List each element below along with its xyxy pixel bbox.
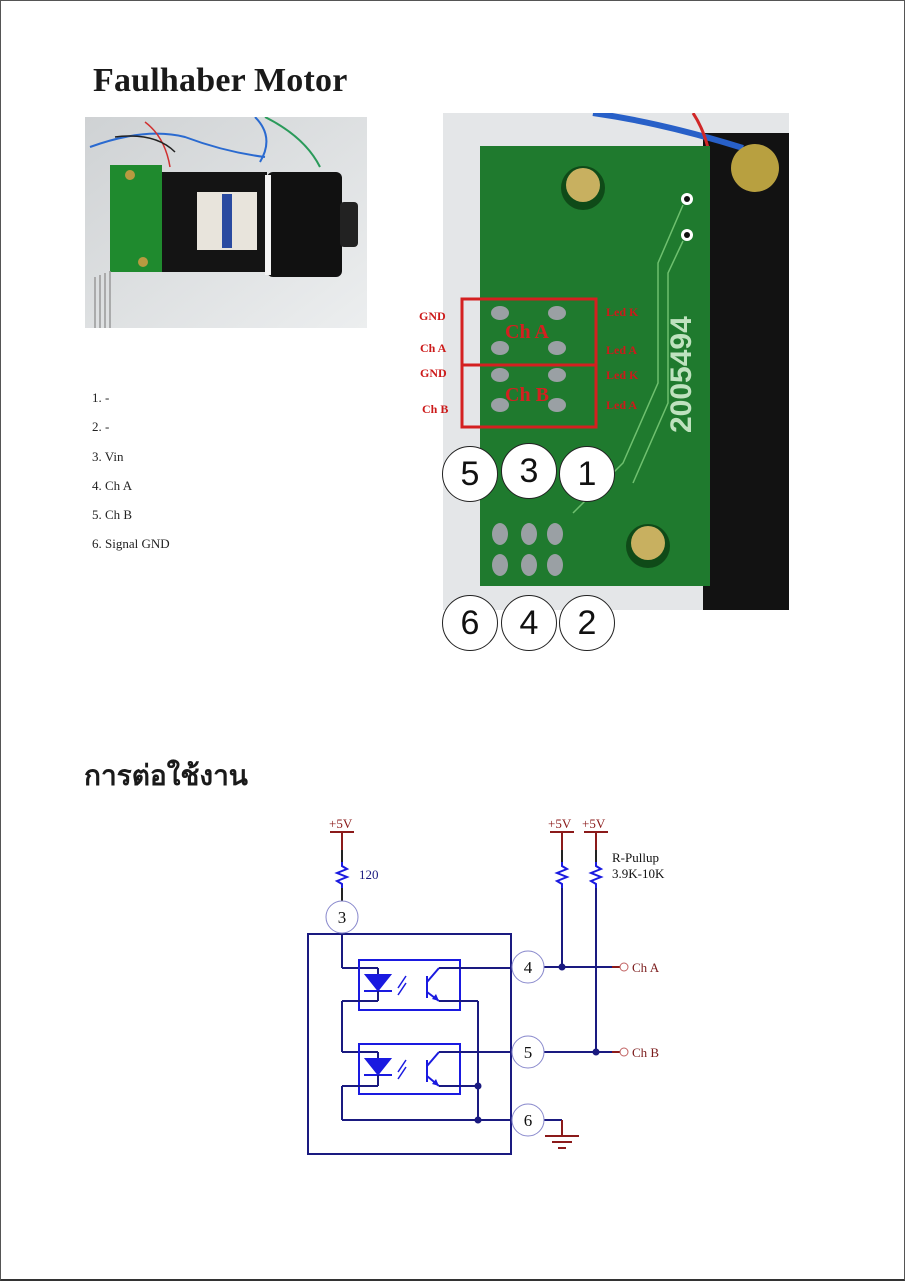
pin-5-label: 5 <box>524 1043 533 1062</box>
pin-circle-4: 4 <box>501 595 557 651</box>
wiring-schematic: +5V +5V +5V 120 R-Pullup 3.9K-10K 3 4 5 … <box>307 816 665 1155</box>
label-led-k-b: Led K <box>606 368 639 382</box>
pin-circle-3: 3 <box>501 443 557 499</box>
ch-b-box-label: Ch B <box>505 384 549 406</box>
ch-a-box-label: Ch A <box>505 321 549 343</box>
resistor-value: 120 <box>359 867 379 882</box>
pin-3-label: 3 <box>338 908 347 927</box>
schematic-pin-3 <box>325 900 359 934</box>
label-ch-b: Ch B <box>422 402 449 416</box>
output-ch-b: Ch B <box>632 1045 659 1060</box>
pullup-label: R-Pullup <box>612 850 659 865</box>
pin-item: 1. - <box>92 390 110 405</box>
motor-photo <box>85 117 367 328</box>
supply-label: +5V <box>548 816 572 831</box>
pin-6-label: 6 <box>524 1111 533 1130</box>
pin-circle-6: 6 <box>442 595 498 651</box>
label-led-k-a: Led K <box>606 305 639 319</box>
label-led-a-a: Led A <box>606 343 638 357</box>
schematic-pin-4 <box>511 950 545 984</box>
ch-b-terminal <box>619 1047 629 1057</box>
ch-b-highlight-box <box>460 363 598 429</box>
pcb-silkscreen: 2005494 <box>665 316 698 433</box>
pin-item: 5. Ch B <box>92 507 133 523</box>
schematic-pin-5 <box>511 1035 545 1069</box>
pin-item: 4. Ch A <box>92 477 133 493</box>
pin-4-label: 4 <box>524 958 533 977</box>
pin-list: 1. - 2. - 3. Vin 4. Ch A 5. Ch B 6. Sign… <box>92 390 170 566</box>
label-ch-a: Ch A <box>420 341 447 355</box>
pin-circle-2: 2 <box>559 595 615 651</box>
schematic-pin-6 <box>511 1103 545 1137</box>
output-ch-a: Ch A <box>632 960 660 975</box>
page-title: Faulhaber Motor <box>93 62 348 99</box>
pin-item: 6. Signal GND <box>92 536 170 552</box>
encoder-board-photo: 2005494 Ch A Ch B <box>443 113 789 610</box>
label-gnd-a: GND <box>419 309 446 323</box>
label-gnd-b: GND <box>420 366 447 380</box>
pin-item: 3. Vin <box>92 448 124 464</box>
pin-circle-1: 1 <box>559 446 615 502</box>
pin-item: 2. - <box>92 419 110 435</box>
supply-label: +5V <box>329 816 353 831</box>
pullup-value: 3.9K-10K <box>612 866 665 881</box>
label-led-a-b: Led A <box>606 398 638 412</box>
supply-label: +5V <box>582 816 606 831</box>
pin-circle-5: 5 <box>442 446 498 502</box>
ch-a-terminal <box>619 962 629 972</box>
section-title: การต่อใช้งาน <box>84 761 248 792</box>
